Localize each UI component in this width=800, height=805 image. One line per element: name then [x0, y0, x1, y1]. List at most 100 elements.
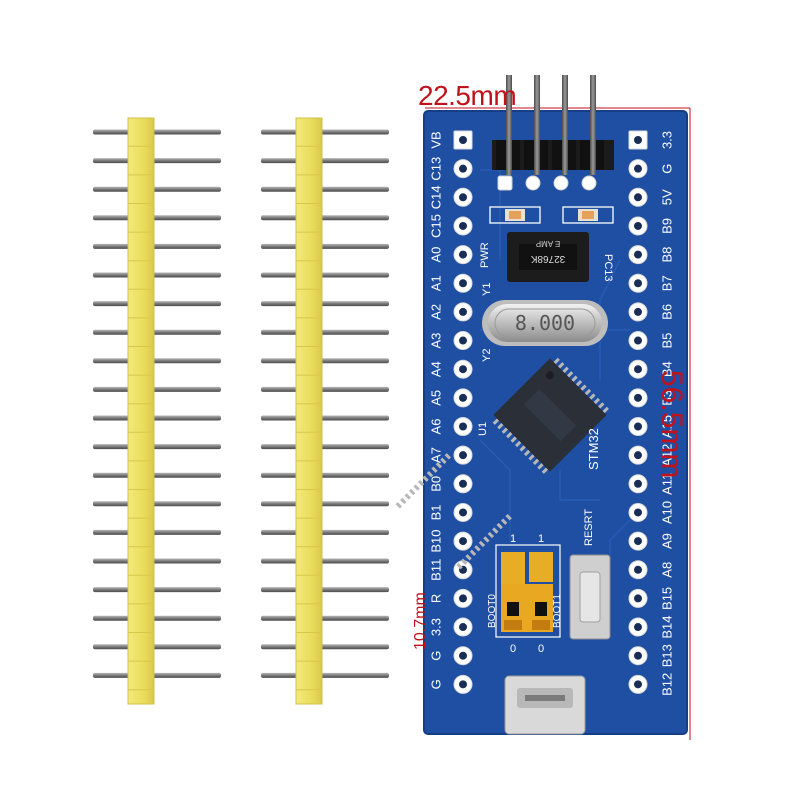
header-pin: [261, 272, 389, 278]
header-hole: [459, 508, 467, 517]
header-hole: [634, 164, 642, 173]
regulator-marking-small: E AMP: [536, 239, 560, 248]
pin-label: 5V: [660, 189, 675, 205]
header-pin: [93, 329, 221, 335]
header-hole: [634, 307, 642, 316]
chip-pin: [519, 445, 526, 452]
chip-pin: [497, 422, 504, 430]
pin-label: 3.3: [429, 618, 444, 636]
header-pin: [261, 444, 389, 450]
pin-label: B4: [660, 361, 675, 377]
header-plastic-body: [295, 117, 323, 705]
header-hole: [634, 250, 642, 259]
chip-pin: [598, 402, 605, 409]
header-hole: [459, 393, 467, 402]
chip-pin: [566, 371, 574, 378]
header-pin: [93, 272, 221, 278]
micro-usb-port: [504, 675, 586, 735]
chip-pin: [469, 549, 477, 556]
header-hole: [459, 651, 467, 660]
chip-pin: [537, 463, 544, 470]
header-pin: [93, 472, 221, 478]
chip-pin: [514, 440, 522, 448]
header-pin: [261, 644, 389, 650]
chip-pin: [506, 431, 513, 439]
pin-label: G: [429, 679, 444, 689]
pin-label: B13: [660, 644, 675, 667]
pin-label: B1: [429, 504, 444, 520]
pin-label: A8: [660, 562, 675, 578]
header-hole: [459, 537, 467, 546]
header-hole: [634, 279, 642, 288]
header-hole: [459, 422, 467, 431]
chip-pin: [532, 458, 540, 465]
pc13-label: PC13: [602, 254, 614, 282]
pin-label: A1: [429, 275, 444, 291]
jumper-one-b-label: 1: [538, 533, 544, 545]
pin-label: B6: [660, 304, 675, 320]
header-pin: [93, 529, 221, 535]
header-pin: [261, 215, 389, 221]
header-hole: [459, 594, 467, 603]
header-pin: [93, 415, 221, 421]
header-plastic-body: [127, 117, 155, 705]
chip-pin: [465, 554, 472, 561]
header-hole: [634, 537, 642, 546]
pin-label: B15: [660, 587, 675, 610]
pin-label: A4: [429, 361, 444, 377]
header-pin: [93, 243, 221, 249]
stm32-label: STM32: [586, 428, 601, 470]
header-pin: [93, 672, 221, 678]
pin-label: B8: [660, 247, 675, 263]
pin-label: 3.3: [660, 131, 675, 149]
header-hole: [459, 250, 467, 259]
header-hole: [634, 565, 642, 574]
boot1-label: BOOT1: [552, 594, 563, 628]
chip-pin: [584, 388, 592, 396]
reset-label: RESRT: [583, 509, 595, 546]
pin-label: G: [429, 651, 444, 661]
header-pin: [261, 186, 389, 192]
pin-label: A6: [429, 419, 444, 435]
header-pin: [261, 301, 389, 307]
header-pin: [261, 158, 389, 164]
chip-pin: [422, 475, 429, 482]
chip-pin: [505, 513, 512, 521]
chip-pin: [404, 493, 411, 500]
header-hole: [459, 680, 467, 689]
pin-label: B9: [660, 218, 675, 234]
loose-pin-header-1: [93, 117, 221, 705]
header-pin: [261, 615, 389, 621]
chip-pin: [553, 357, 560, 365]
crystal-marking: 8.000: [515, 311, 575, 335]
y1-label: Y1: [481, 283, 493, 296]
pin-label: C14: [429, 185, 444, 209]
chip-pin: [435, 462, 443, 469]
header-pin: [93, 186, 221, 192]
pin-label: C15: [429, 214, 444, 238]
header-hole: [634, 336, 642, 345]
header-hole: [459, 365, 467, 374]
chip-pin: [413, 484, 420, 491]
chip-pin: [580, 384, 587, 391]
pin-label: A7: [429, 447, 444, 463]
pin-label: B10: [429, 530, 444, 553]
chip-pin: [444, 453, 452, 460]
left-header-labels: VBC13C14C15A0A1A2A3A4A5A6A7B0B1B10B11R3.…: [429, 131, 444, 689]
chip-pin: [417, 479, 425, 487]
left-header-pads: [453, 130, 473, 694]
pin-label: B3: [660, 390, 675, 406]
chip-pin: [460, 558, 468, 565]
header-hole: [634, 451, 642, 460]
chip-pin: [523, 449, 531, 457]
pin-label: A9: [660, 533, 675, 549]
header-pin: [93, 301, 221, 307]
pin-label: B11: [429, 559, 444, 581]
pin-label: C13: [429, 157, 444, 181]
header-hole: [634, 136, 642, 144]
header-pin: [93, 129, 221, 135]
header-hole: [634, 221, 642, 230]
header-pin: [93, 444, 221, 450]
chip-pin: [478, 540, 486, 548]
